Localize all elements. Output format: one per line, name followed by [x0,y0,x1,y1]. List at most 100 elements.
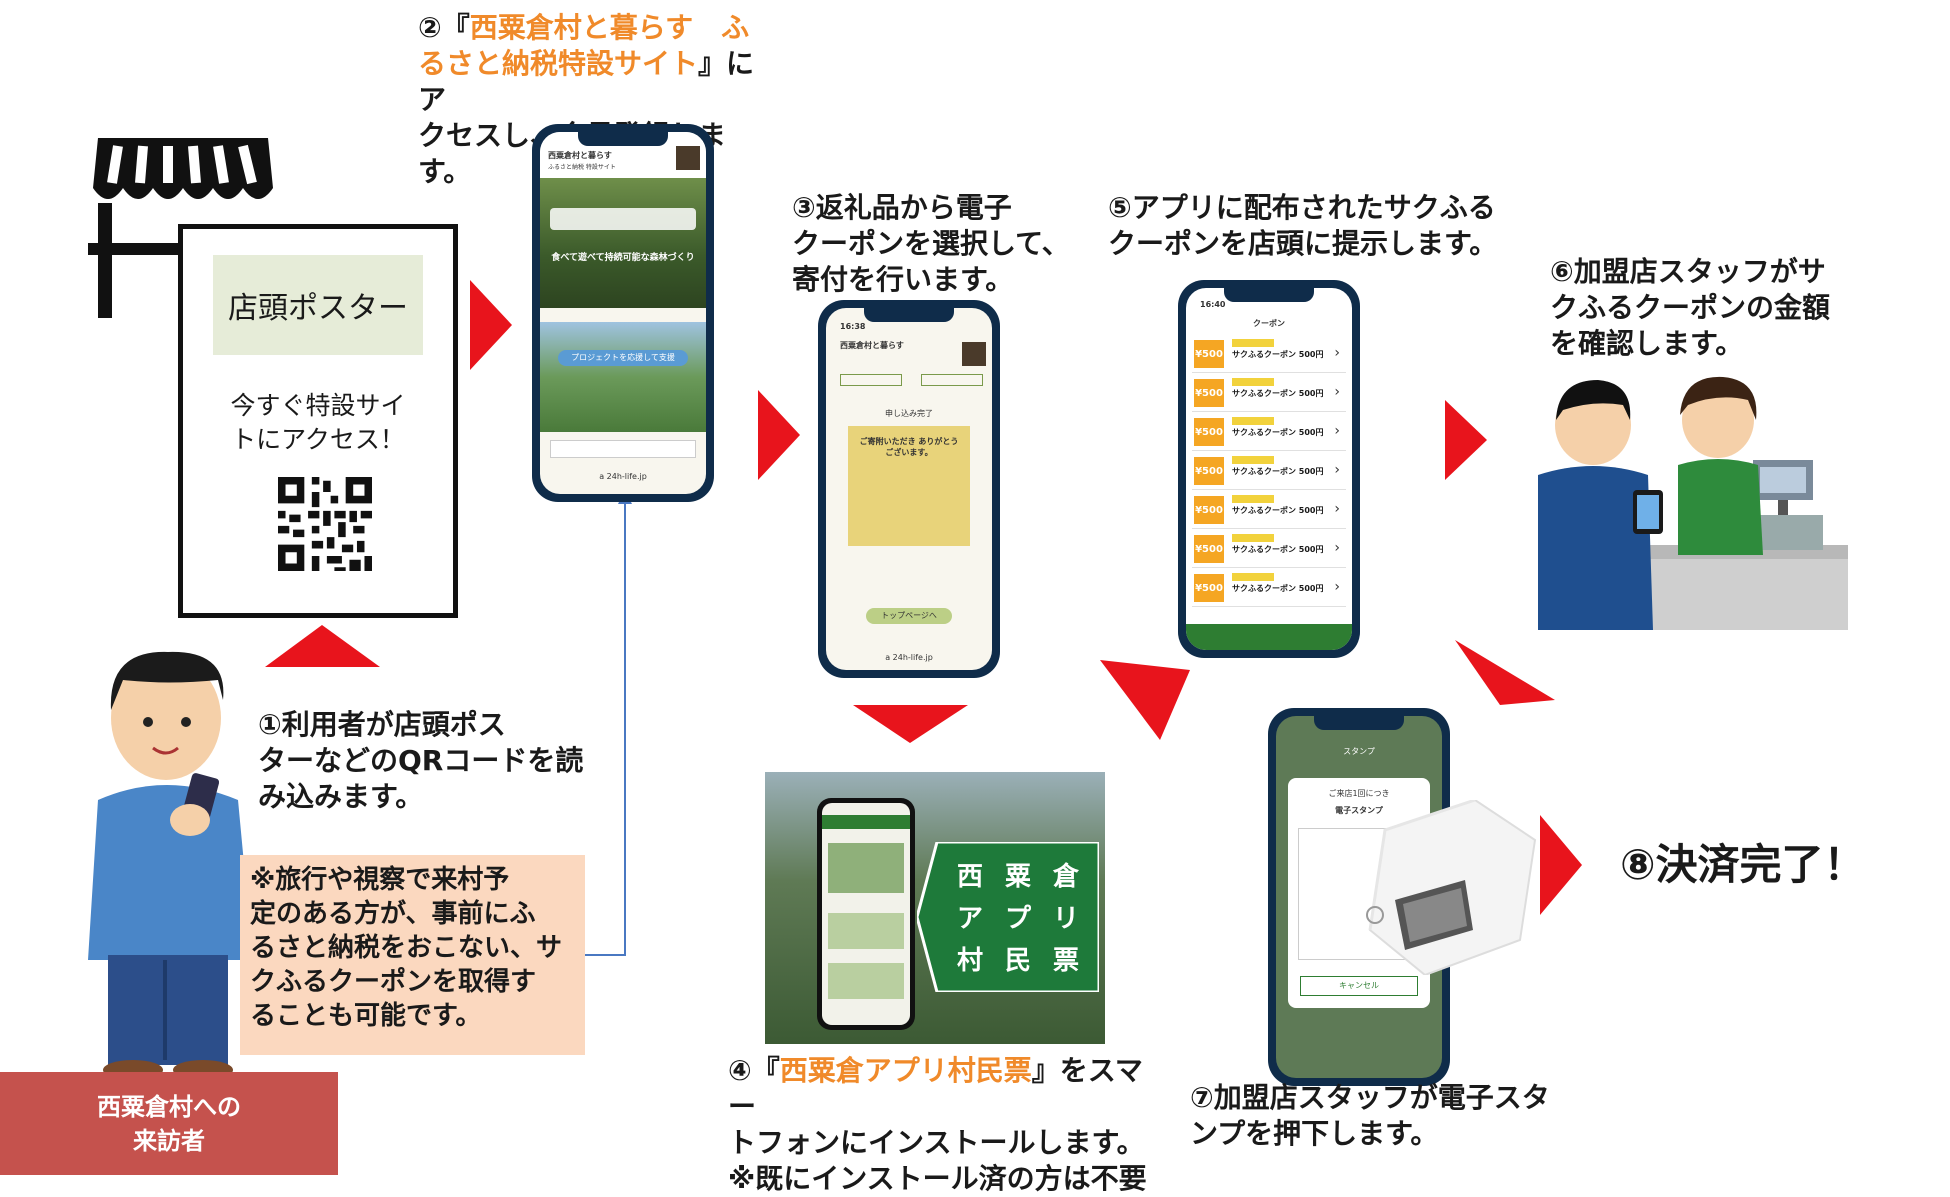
coupon-item[interactable]: ¥500 サクふるクーポン 500円 › [1192,492,1346,529]
coupon-name: サクふるクーポン 500円 [1232,467,1324,476]
coupon-name: サクふるクーポン 500円 [1232,389,1324,398]
coupon-amount-badge: ¥500 [1194,340,1224,368]
chevron-right-icon: › [1334,384,1340,400]
poster-line-2: トにアクセス！ [231,425,405,454]
coupon-amount-badge: ¥500 [1194,379,1224,407]
coupon-tag [1232,456,1274,464]
chevron-right-icon: › [1334,501,1340,517]
hero-caption: 食べて遊べて持続可能な森林づくり [551,253,695,263]
completion-heading: 申し込み完了 [885,409,933,418]
chevron-right-icon: › [1334,423,1340,439]
step-4-prefix: ④『 [728,1054,780,1087]
step-3-text: ③返礼品から電子 クーポンを選択して、 寄付を行います。 [792,190,1072,298]
step-6-line-3: を確認します。 [1550,327,1744,360]
stamp-subtitle: ご来店1回につき [1328,789,1390,798]
site-url: a 24h-life.jp [885,653,933,662]
stamp-device-image [1366,800,1537,975]
top-page-button[interactable]: トップページへ [866,608,952,624]
coupon-item[interactable]: ¥500 サクふるクーポン 500円 › [1192,336,1346,373]
app-promo-image: 西ア村 粟プ民 倉リ票 [765,772,1105,1044]
arrow-up-icon [265,625,380,667]
chevron-right-icon: › [1334,462,1340,478]
store-poster: 店頭ポスター 今すぐ特設サイ トにアクセス！ [178,224,458,618]
coupon-amount-badge: ¥500 [1194,574,1224,602]
coupon-item[interactable]: ¥500 サクふるクーポン 500円 › [1192,414,1346,451]
coupon-name: サクふるクーポン 500円 [1232,428,1324,437]
phone-coupon-list: 16:40 クーポン ¥500 サクふるクーポン 500円 › ¥500 サクふるクーポ… [1178,280,1360,658]
step-6-line-1: ⑥加盟店スタッフがサ [1550,255,1826,288]
site-button[interactable] [550,440,696,458]
note-line-3: るさと納税をおこない、サ [250,933,563,963]
arrow-right-icon [470,280,512,370]
project-support-banner[interactable]: プロジェクトを応援して支援 [558,350,688,366]
app-name-col-1: 西ア村 [957,862,984,976]
note-connector-line [585,490,632,956]
app-name-col-3: 倉リ票 [1053,862,1080,976]
arrow-right-icon [1540,815,1582,915]
step-1-line-2: ターなどのQRコードを読 [258,744,584,777]
store-checkout-illustration [1538,376,1848,630]
thanks-message: ご寄附いただき ありがとうございます。 [859,437,959,457]
nav-chip[interactable] [921,374,983,386]
step-4-text: ④『西粟倉アプリ村民票』をスマー トフォンにインストールします。 ※既にインスト… [728,1053,1158,1197]
site-url: a 24h-life.jp [599,472,647,481]
step-4-line-2: トフォンにインストールします。 [728,1126,1145,1159]
chevron-right-icon: › [1334,540,1340,556]
visitor-label-line-2: 来訪者 [133,1126,205,1155]
step-2-suffix: 』にア [418,47,755,116]
step-1-line-1: ①利用者が店頭ポス [258,708,506,741]
coupon-amount-badge: ¥500 [1194,457,1224,485]
note-line-4: クふるクーポンを取得す [250,967,537,997]
note-line-5: ることも可能です。 [250,1001,482,1031]
step-1-text: ①利用者が店頭ポス ターなどのQRコードを読 み込みます。 [258,707,588,815]
status-time: 16:40 [1200,300,1226,309]
step-3-line-1: ③返礼品から電子 [792,191,1012,224]
arrow-up-left-icon [1100,660,1190,740]
phone-furusato-site: 西粟倉村と暮らす ふるさと納税 特設サイト 食べて遊べて持続可能な森林づくり プ… [532,124,714,502]
coupon-name: サクふるクーポン 500円 [1232,506,1324,515]
stamp-label: 電子スタンプ [1335,806,1383,815]
coupon-amount-badge: ¥500 [1194,418,1224,446]
note-line-2: 定のある方が、事前にふ [250,899,536,929]
app-name-col-2: 粟プ民 [1005,862,1032,976]
coupon-amount-badge: ¥500 [1194,496,1224,524]
coupon-item[interactable]: ¥500 サクふるクーポン 500円 › [1192,375,1346,412]
menu-icon[interactable] [676,146,700,170]
coupon-name: サクふるクーポン 500円 [1232,350,1324,359]
poster-message: 今すぐ特設サイ トにアクセス！ [203,389,433,457]
site-title: 西粟倉村と暮らす [548,151,612,160]
site-subtitle: ふるさと納税 特設サイト [548,164,616,171]
phone-5-screen: 16:40 クーポン ¥500 サクふるクーポン 500円 › ¥500 サクふるクーポ… [1186,288,1352,650]
advance-donation-note: ※旅行や視察で来村予 定のある方が、事前にふ るさと納税をおこない、サ クふるク… [240,855,585,1055]
qr-code-icon [278,477,372,571]
coupon-screen-title: クーポン [1253,319,1285,328]
nav-chip[interactable] [840,374,902,386]
step-2-prefix: ②『 [418,11,470,44]
step-4-app-name: 西粟倉アプリ村民票 [779,1054,1032,1087]
mountain-image: プロジェクトを応援して支援 [540,322,706,432]
step-4-suffix: 』をスマー [728,1054,1143,1123]
site-title: 西粟倉村と暮らす [840,341,904,350]
app-name-sign [917,842,1099,992]
poster-line-1: 今すぐ特設サイ [230,391,406,420]
payment-complete-text: ⑧決済完了！ [1620,840,1866,889]
arrow-right-icon [758,390,800,480]
stamp-screen-title: スタンプ [1343,747,1375,756]
step-6-text: ⑥加盟店スタッフがサ クふるクーポンの金額 を確認します。 [1550,254,1850,362]
coupon-tag [1232,573,1274,581]
thanks-box: ご寄附いただき ありがとうございます。 [848,426,970,546]
coupon-item[interactable]: ¥500 サクふるクーポン 500円 › [1192,453,1346,490]
step-2-site-name-2: るさと納税特設サイト [418,47,699,80]
coupon-tag [1232,378,1274,386]
step-7-line-2: ンプを押下します。 [1190,1117,1439,1150]
step-5-line-2: クーポンを店頭に提示します。 [1108,227,1498,260]
coupon-tag [1232,339,1274,347]
menu-icon[interactable] [962,342,986,366]
step-2-site-name-1: 西粟倉村と暮らす ふ [469,11,750,44]
arrow-down-icon [853,705,968,743]
chevron-right-icon: › [1334,345,1340,361]
coupon-tag [1232,534,1274,542]
cancel-button[interactable]: キャンセル [1300,976,1418,996]
